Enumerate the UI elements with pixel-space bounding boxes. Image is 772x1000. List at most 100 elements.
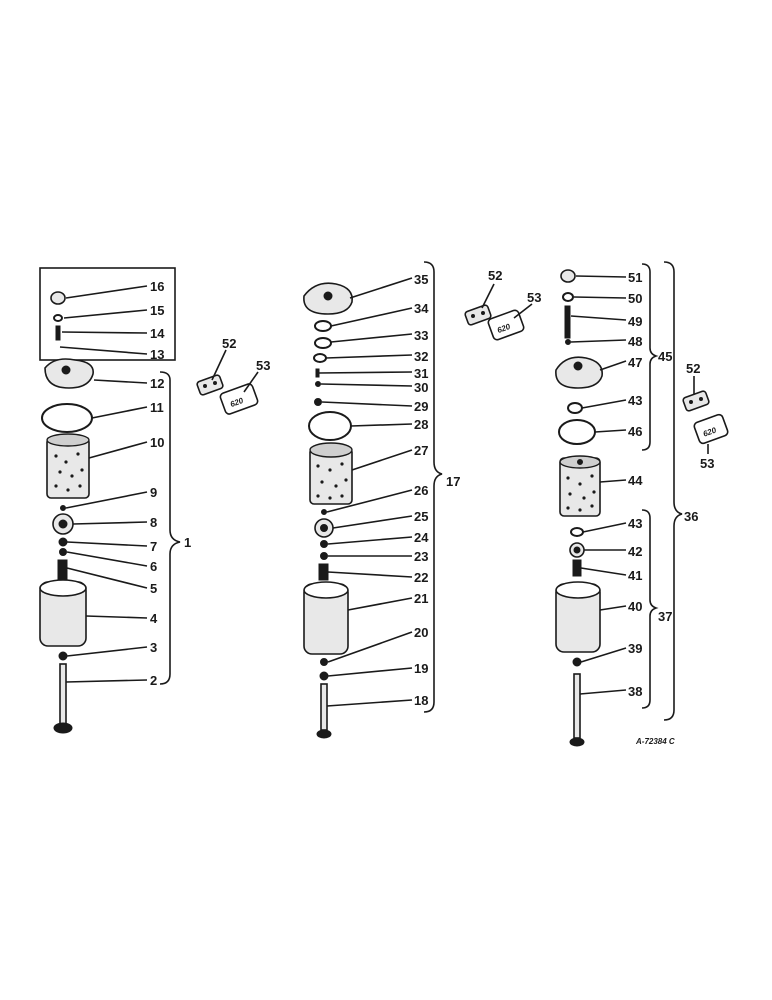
callout-53: 53: [256, 358, 270, 373]
callout-26: 26: [414, 483, 428, 498]
callout-41: 41: [628, 568, 642, 583]
assembly-17: [303, 261, 443, 739]
part-28-gasket: [308, 411, 352, 441]
part-41-spring: [572, 559, 582, 577]
callout-45: 45: [658, 349, 672, 364]
callout-14: 14: [150, 326, 165, 341]
part-6-washer: [59, 548, 67, 556]
part-47-filter-head: [555, 356, 603, 389]
callout-53: 53: [527, 290, 541, 305]
part-29-seal: [314, 398, 322, 406]
callout-28: 28: [414, 417, 428, 432]
callout-50: 50: [628, 291, 642, 306]
decal-53-text: 620: [229, 396, 245, 409]
callout-17: 17: [446, 474, 460, 489]
part-38-bolt: [573, 673, 581, 739]
part-53-decal: [693, 413, 729, 445]
part-30-ball: [315, 381, 321, 387]
callout-9: 9: [150, 485, 157, 500]
callout-46: 46: [628, 424, 642, 439]
callout-24: 24: [414, 530, 429, 545]
callout-23: 23: [414, 549, 428, 564]
callout-16: 16: [150, 279, 164, 294]
part-20-gasket: [320, 658, 328, 666]
part-7-washer: [58, 537, 68, 547]
part-14-spring: [55, 325, 61, 341]
callout-12: 12: [150, 376, 164, 391]
callout-10: 10: [150, 435, 164, 450]
callout-53: 53: [700, 456, 714, 471]
part-48-ball: [565, 339, 571, 345]
part-26-ball: [321, 509, 327, 515]
callout-13: 13: [150, 347, 164, 362]
callout-7: 7: [150, 539, 157, 554]
callout-8: 8: [150, 515, 157, 530]
callout-1: 1: [184, 535, 191, 550]
part-39-gasket: [572, 657, 582, 667]
callout-44: 44: [628, 473, 643, 488]
part-46-gasket: [558, 419, 596, 445]
part-22-spring: [318, 563, 329, 581]
part-43-ring: [567, 402, 583, 414]
callout-15: 15: [150, 303, 164, 318]
callout-43: 43: [628, 393, 642, 408]
callout-21: 21: [414, 591, 428, 606]
part-31-pin: [315, 368, 320, 378]
part-49-spring: [564, 305, 571, 339]
part-52-plate: [464, 304, 492, 326]
callout-22: 22: [414, 570, 428, 585]
callout-42: 42: [628, 544, 642, 559]
decal-pair-left: 620: [196, 349, 259, 415]
callout-38: 38: [628, 684, 642, 699]
callout-18: 18: [414, 693, 428, 708]
callout-11: 11: [150, 400, 164, 415]
part-43-ring: [570, 527, 584, 537]
callout-47: 47: [628, 355, 642, 370]
part-53-decal: [219, 383, 259, 415]
part-15-ring: [53, 314, 63, 322]
assembly-36: [555, 261, 683, 747]
callout-52: 52: [488, 268, 502, 283]
decal-53-text: 620: [702, 425, 718, 438]
callout-6: 6: [150, 559, 157, 574]
part-34-ring: [314, 320, 332, 332]
callout-31: 31: [414, 366, 428, 381]
part-24-washer: [320, 540, 328, 548]
figure-code: A-72384 C: [635, 737, 675, 746]
decal-pair-right: 620: [682, 376, 729, 454]
callout-37: 37: [658, 609, 672, 624]
callout-30: 30: [414, 380, 428, 395]
part-33-ring: [314, 337, 332, 349]
callout-35: 35: [414, 272, 428, 287]
callout-4: 4: [150, 611, 158, 626]
part-50-ring: [562, 292, 574, 302]
callout-20: 20: [414, 625, 428, 640]
callout-49: 49: [628, 314, 642, 329]
callout-39: 39: [628, 641, 642, 656]
callout-5: 5: [150, 581, 157, 596]
part-5-spring: [57, 559, 68, 581]
callout-27: 27: [414, 443, 428, 458]
part-51-cap: [560, 269, 576, 283]
callout-52: 52: [686, 361, 700, 376]
part-3-gasket: [58, 651, 68, 661]
part-23-washer: [320, 552, 328, 560]
part-18-bolt: [320, 683, 328, 731]
callout-51: 51: [628, 270, 642, 285]
part-2-bolt: [59, 663, 67, 725]
part-52-plate: [682, 390, 710, 412]
callout-33: 33: [414, 328, 428, 343]
callout-32: 32: [414, 349, 428, 364]
decal-53-text: 620: [496, 322, 512, 335]
callout-25: 25: [414, 509, 428, 524]
callout-19: 19: [414, 661, 428, 676]
part-19-washer: [319, 671, 329, 681]
callout-29: 29: [414, 399, 428, 414]
callout-3: 3: [150, 640, 157, 655]
part-11-gasket: [41, 403, 93, 433]
callout-40: 40: [628, 599, 642, 614]
part-16-cap: [50, 291, 66, 305]
callout-43: 43: [628, 516, 642, 531]
part-52-plate: [196, 374, 224, 396]
